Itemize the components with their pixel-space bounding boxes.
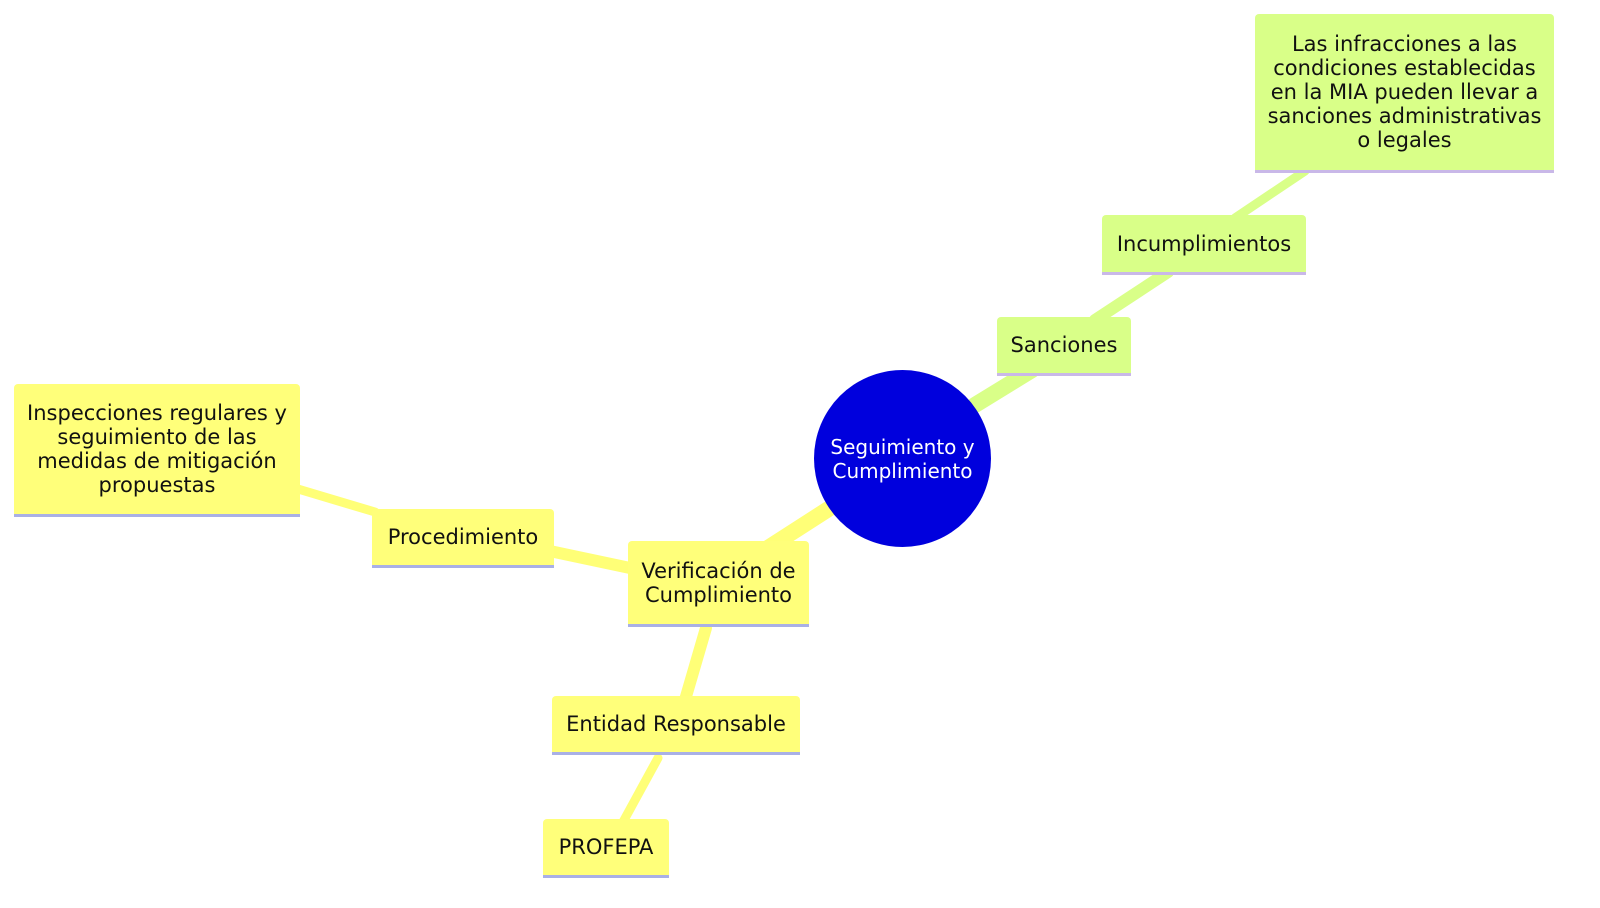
node-label: Verificación de Cumplimiento	[641, 558, 796, 607]
node-incumplimientos: Incumplimientos	[1102, 215, 1306, 275]
node-inspecciones: Inspecciones regulares y seguimiento de …	[14, 384, 300, 517]
node-sanciones: Sanciones	[997, 317, 1131, 376]
node-profepa: PROFEPA	[543, 819, 669, 878]
node-label: Sanciones	[1010, 333, 1118, 357]
node-procedimiento: Procedimiento	[372, 509, 554, 568]
node-label: Inspecciones regulares y seguimiento de …	[27, 401, 287, 497]
node-verificacion-de-cumplimiento: Verificación de Cumplimiento	[628, 541, 809, 627]
node-label: PROFEPA	[558, 835, 654, 859]
node-label: Procedimiento	[387, 525, 539, 549]
edge-procedimiento-inspecciones	[293, 484, 380, 517]
edge-verificacion-entidad	[679, 622, 712, 706]
node-label: Las infracciones a las condiciones estab…	[1267, 32, 1542, 152]
root-node-label: Seguimiento y Cumplimiento	[830, 434, 975, 483]
edge-entidad-profepa	[618, 753, 663, 827]
root-node: Seguimiento y Cumplimiento	[814, 370, 991, 547]
node-infracciones: Las infracciones a las condiciones estab…	[1255, 14, 1554, 173]
node-label: Entidad Responsable	[566, 712, 786, 736]
edge-sanciones-incumplimientos	[1089, 266, 1174, 326]
node-label: Incumplimientos	[1116, 231, 1292, 256]
edge-incumplimientos-infracciones	[1230, 166, 1310, 223]
node-entidad-responsable: Entidad Responsable	[552, 696, 800, 755]
edge-verificacion-procedimiento	[539, 544, 636, 574]
